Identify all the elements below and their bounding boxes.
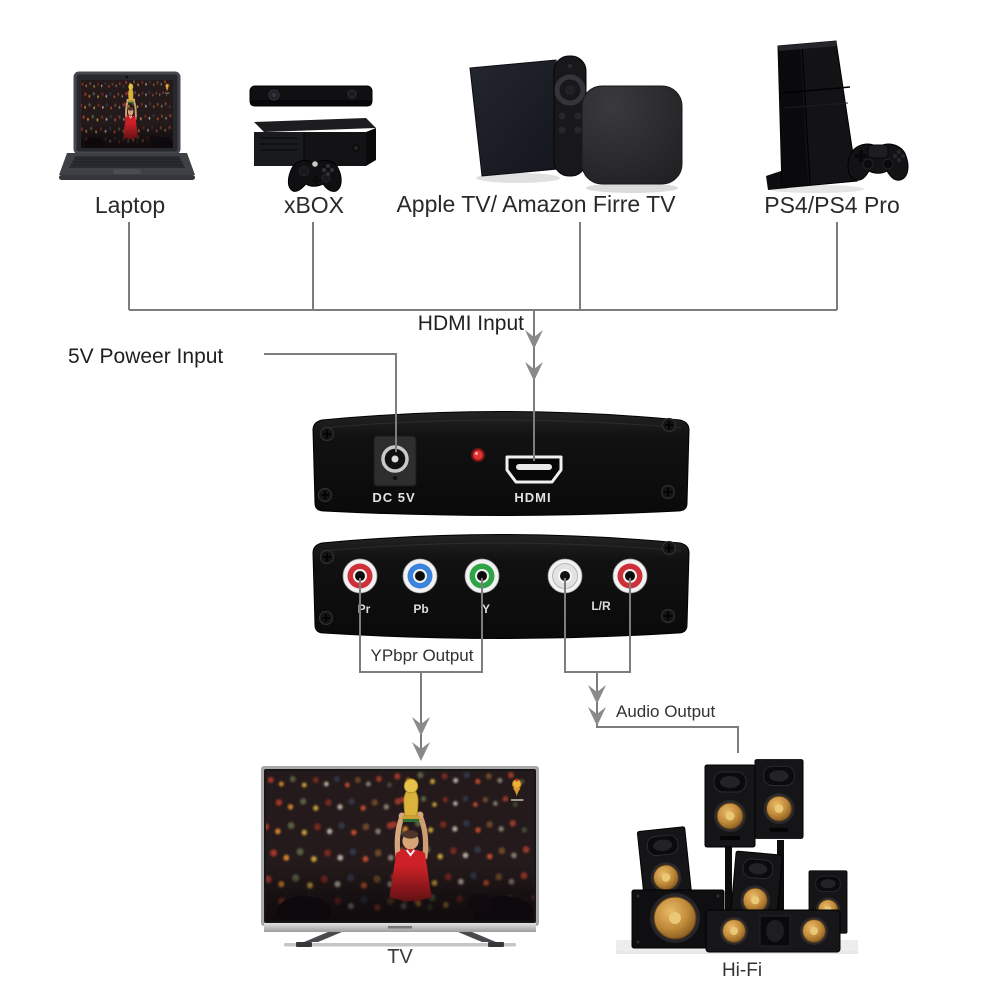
rca-jack-audio-white: [547, 558, 583, 594]
rca-jack-pb: [402, 558, 438, 594]
label-xbox: xBOX: [283, 192, 345, 218]
dc-power-jack: [373, 435, 417, 487]
arrow-ypbpr-2: [412, 742, 430, 761]
speaker-stand: [777, 840, 784, 940]
arrow-audio-1: [588, 685, 606, 704]
dc5v-label: DC 5V: [372, 490, 415, 505]
arrowheads: [412, 330, 606, 761]
rca-jack-y: [464, 558, 500, 594]
wire-audio-bracket: [564, 578, 631, 673]
speaker-stand: [725, 846, 732, 942]
wire-power: [264, 353, 397, 452]
hdmi-label: HDMI: [514, 490, 551, 505]
xbox-image: [249, 85, 376, 192]
label-hdmi-input: HDMI Input: [417, 312, 524, 335]
rca-jack-audio-red: [612, 558, 648, 594]
converter-bottom-view: Pr Pb Y L/R: [312, 534, 690, 639]
label-ps4: PS4/PS4 Pro: [764, 192, 900, 218]
label-power-input: 5V Poweer Input: [68, 345, 224, 368]
label-tv: TV: [387, 946, 413, 968]
center-channel: [705, 909, 841, 953]
laptop-image: [59, 71, 195, 180]
label-laptop: Laptop: [94, 192, 166, 218]
fire-tv-remote: [553, 55, 587, 177]
label-hifi: Hi-Fi: [721, 960, 763, 981]
converter-top-view: DC 5V HDMI: [312, 411, 690, 516]
hifi-speakers-image: [616, 759, 858, 954]
ps4-image: [766, 40, 909, 193]
tv-image: [261, 766, 539, 947]
arrow-ypbpr-1: [412, 717, 430, 736]
hdmi-port: [505, 455, 563, 484]
ps4-controller: [847, 143, 909, 181]
y-label: Y: [482, 602, 490, 616]
arrow-hdmi-2: [525, 362, 543, 381]
label-audio-output: Audio Output: [616, 702, 716, 721]
lr-label: L/R: [591, 599, 611, 613]
apple-tv-fire-tv-image: [469, 55, 683, 193]
arrow-hdmi-1: [525, 330, 543, 349]
pb-label: Pb: [413, 602, 428, 616]
label-apple-fire-tv: Apple TV/ Amazon Firre TV: [396, 191, 676, 217]
tv-leg-right: [458, 932, 496, 942]
subwoofer: [631, 889, 725, 949]
xbox-controller: [287, 160, 342, 192]
label-ypbpr-output: YPbpr Output: [370, 646, 474, 665]
tv-leg-left: [304, 932, 342, 942]
rca-jack-pr: [342, 558, 378, 594]
arrow-audio-2: [588, 707, 606, 726]
